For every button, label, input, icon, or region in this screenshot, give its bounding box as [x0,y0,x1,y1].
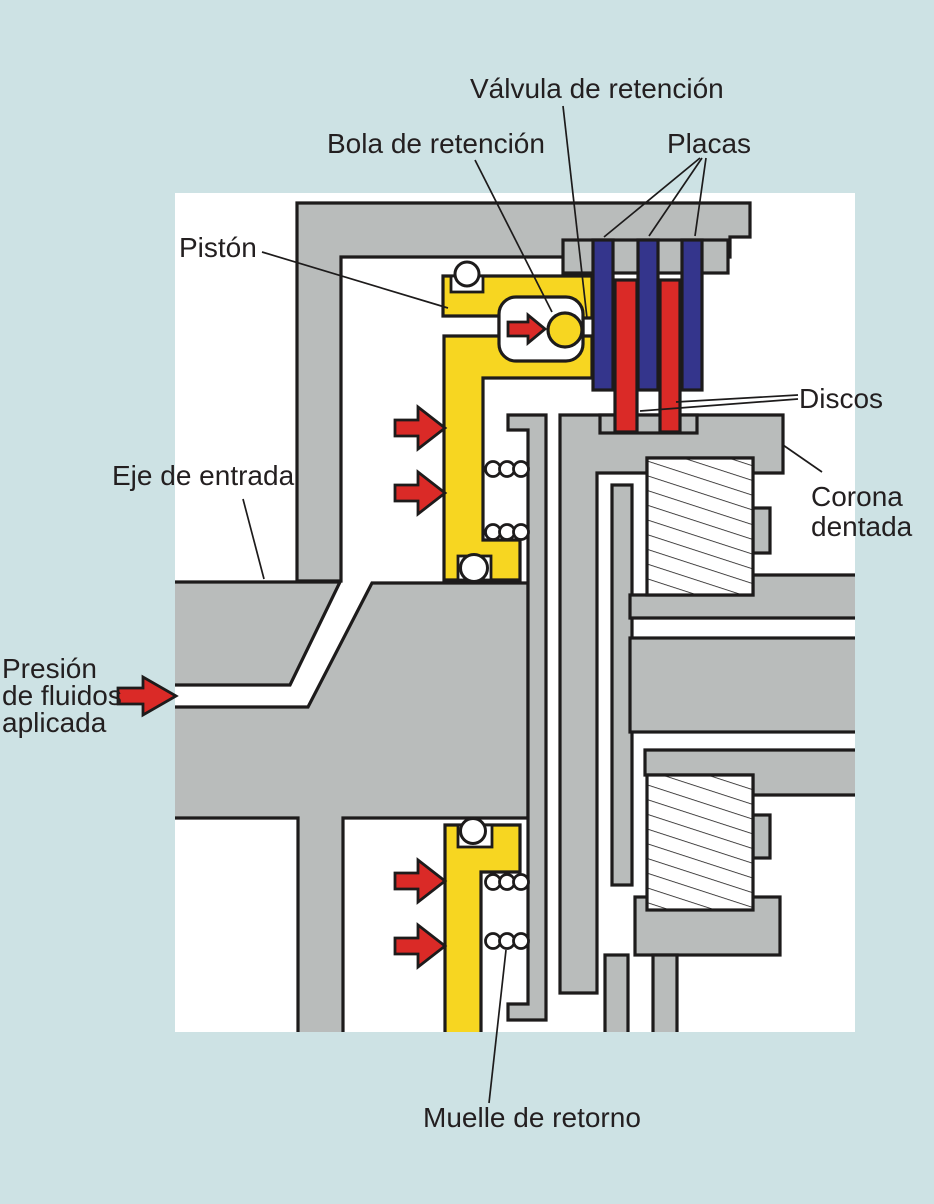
label-applied-pressure-line2: de fluidos [2,680,122,711]
label-applied-pressure: Presión de fluidos aplicada [2,653,122,738]
label-piston: Pistón [179,232,257,263]
label-return-spring: Muelle de retorno [423,1102,641,1133]
cylinder-wall [506,413,548,1022]
pointer-line-piston [261,251,449,309]
output-shaft-left [603,953,630,1032]
label-check-valve: Válvula de retención [470,73,724,104]
pointer-line-plates [603,157,707,238]
pointer-line-return-spring [488,949,507,1104]
label-check-ball: Bola de retención [327,128,545,159]
pointer-line-ball [474,159,553,313]
ring-gear-hatch-upper [645,456,755,597]
fluid-arrow-icon [393,404,448,452]
label-plates: Placas [667,128,752,159]
pressure-arrow-icon [116,674,179,718]
piston-seal-ring-top [453,260,481,288]
clutch-disc [658,278,682,434]
gear-tab-lower [751,813,772,860]
fluid-arrow-icon [506,312,548,346]
pointer-lines [242,105,823,1104]
shaft-mass-lower [175,581,530,1032]
clutch-plate [636,238,660,392]
output-shaft-right [651,953,679,1032]
clutch-disc [613,278,639,434]
clutch-plate [591,238,615,392]
label-ring-gear-line1: Corona [811,481,903,512]
piston-lower-seal-ring [459,817,487,845]
label-ring-gear: Corona dentada [811,482,912,542]
output-drum-band [628,636,855,734]
label-applied-pressure-line1: Presión [2,653,97,684]
shaft-mass-upper [175,580,343,687]
gear-tab-upper [751,506,772,555]
pointer-line-input-shaft [242,498,265,580]
fluid-arrow-icon [393,469,448,517]
label-input-shaft: Eje de entrada [112,460,295,491]
fluid-arrow-icon [393,922,448,970]
label-applied-pressure-line3: aplicada [2,707,107,738]
return-spring-coil [484,873,530,950]
piston-seal-ring-bottom [459,553,489,583]
return-spring-coil [484,460,530,541]
label-discs: Discos [799,383,884,414]
pointer-line-valve [562,105,588,319]
ring-gear-hatch-lower [645,773,755,912]
pointer-line-discs [639,394,799,412]
fluid-arrow-icon [393,857,448,905]
piston-lower-shape [443,823,522,1032]
pointer-line-ring-gear [782,444,823,473]
check-ball-shape [546,311,584,349]
label-ring-gear-line2: dentada [811,511,913,542]
clutch-plate [680,238,704,392]
